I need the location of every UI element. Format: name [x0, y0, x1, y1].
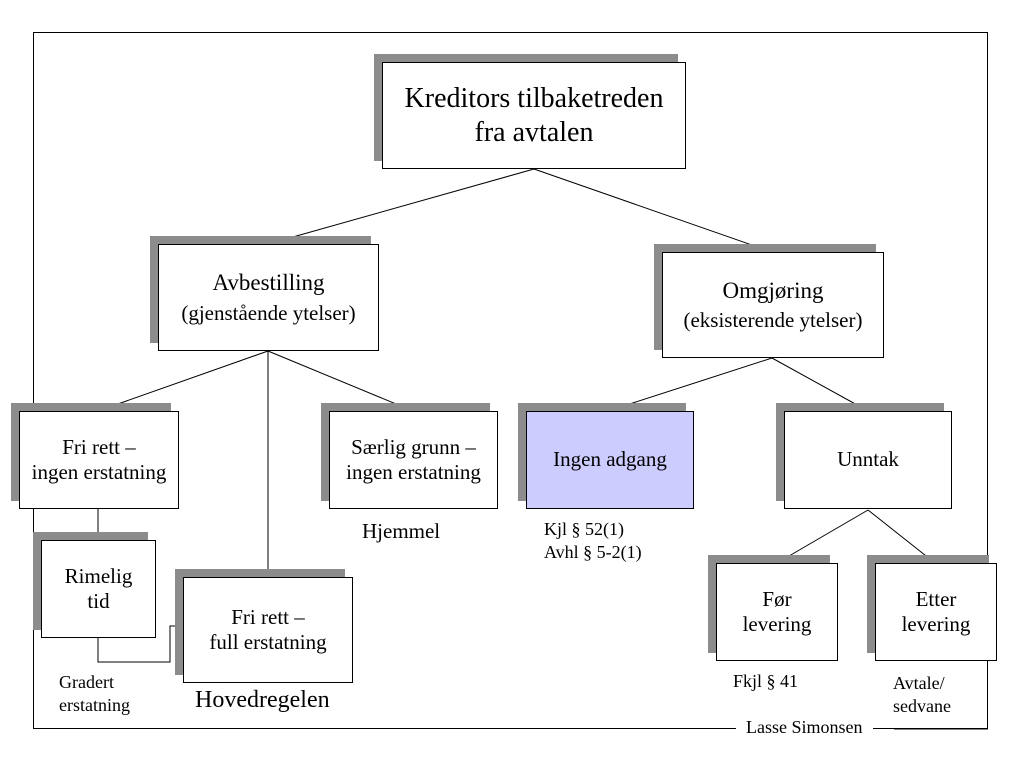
root-line2: fra avtalen: [474, 116, 594, 148]
for-levering-line2: levering: [742, 612, 812, 636]
fri-rett-ingen-line2: ingen erstatning: [31, 460, 167, 484]
label-avtale: Avtale/: [893, 673, 945, 693]
avbestilling-line2: (gjenstående ytelser): [181, 300, 356, 325]
omgjoring-line1: Omgjøring: [722, 277, 824, 303]
avbestilling-line1: Avbestilling: [212, 270, 325, 296]
fri-rett-ingen-line1: Fri rett –: [62, 434, 136, 459]
line-unntak-for: [776, 509, 869, 564]
label-fkjl: Fkjl § 41: [733, 671, 799, 691]
line-omgjoring-ingen: [607, 357, 773, 412]
fri-rett-full-line2: full erstatning: [209, 630, 327, 654]
saerlig-grunn-line1: Særlig grunn –: [351, 434, 476, 459]
line-rimelig-to-full: [97, 625, 183, 663]
label-sedvane: sedvane: [893, 696, 951, 716]
line-root-avbestilling: [267, 168, 535, 245]
etter-levering-line2: levering: [901, 612, 971, 636]
rimelig-tid-line2: tid: [87, 589, 110, 613]
ingen-adgang-line1: Ingen adgang: [553, 447, 667, 472]
rimelig-tid-line1: Rimelig: [64, 563, 133, 588]
root-line1: Kreditors tilbaketreden: [404, 82, 664, 114]
line-avbestilling-saerlig: [267, 350, 414, 412]
label-kjl: Kjl § 52(1): [544, 519, 624, 539]
label-hjemmel: Hjemmel: [362, 519, 441, 543]
line-avbestilling-fri-rett: [97, 350, 269, 412]
diagram-frame: [33, 32, 988, 729]
line-unntak-etter: [867, 509, 936, 564]
omgjoring-line2: (eksisterende ytelser): [683, 308, 863, 333]
line-omgjoring-unntak: [771, 357, 869, 412]
label-hovedregelen: Hovedregelen: [195, 687, 330, 713]
author-credit: Lasse Simonsen: [736, 717, 873, 738]
label-erstatning: erstatning: [59, 695, 130, 715]
for-levering-line1: Før: [762, 586, 792, 611]
line-root-omgjoring: [533, 168, 773, 253]
unntak-line1: Unntak: [837, 447, 899, 472]
label-avhl: Avhl § 5-2(1): [544, 542, 642, 562]
label-gradert: Gradert: [59, 672, 114, 692]
saerlig-grunn-line2: ingen erstatning: [346, 460, 481, 484]
fri-rett-full-line1: Fri rett –: [231, 604, 305, 629]
etter-levering-line1: Etter: [915, 586, 957, 611]
